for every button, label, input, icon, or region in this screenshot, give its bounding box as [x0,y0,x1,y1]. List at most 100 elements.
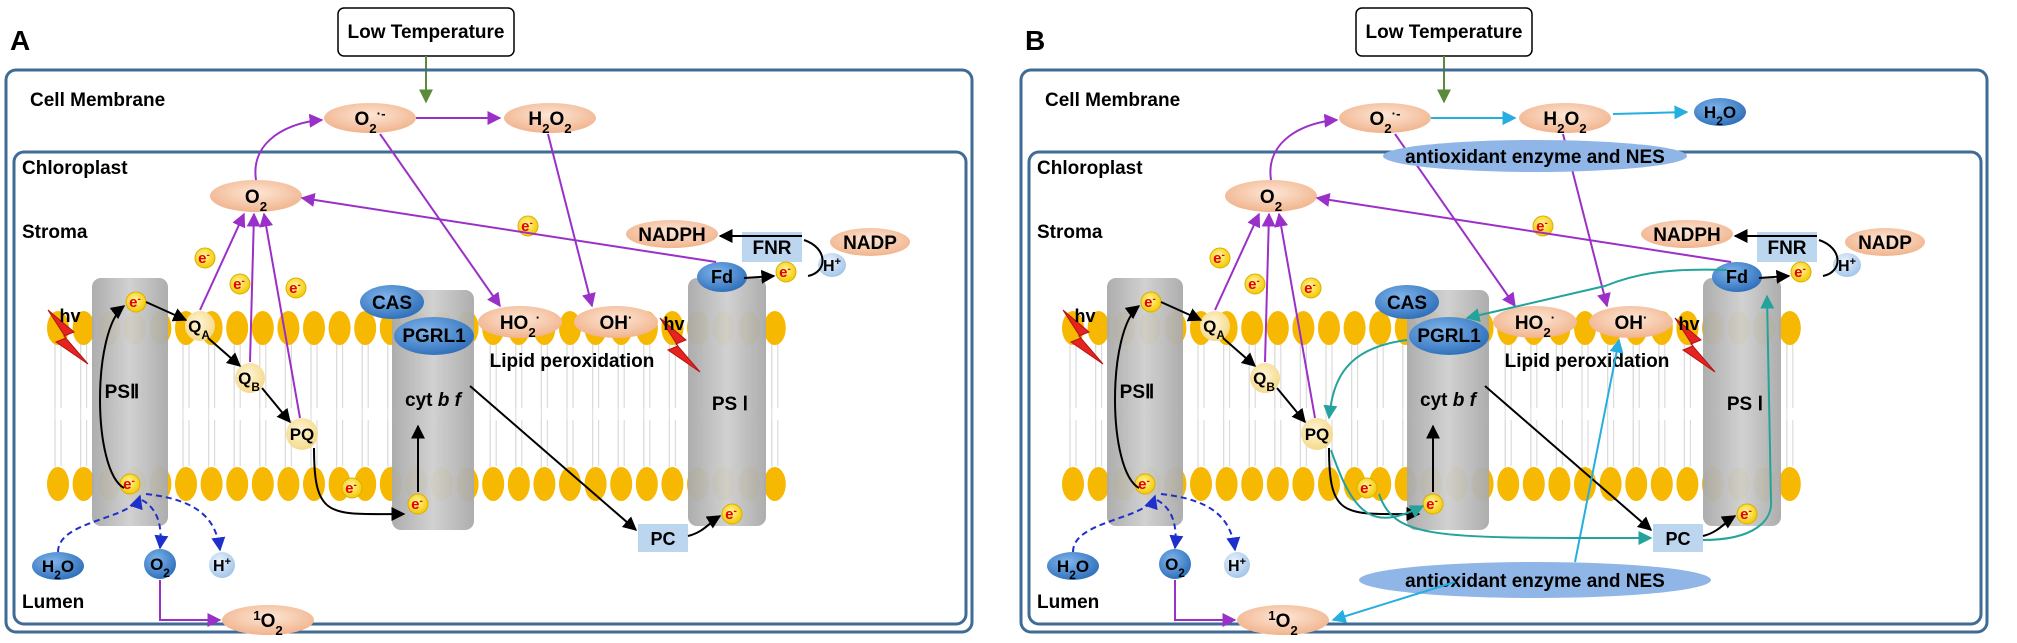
electron-label: e- [123,476,135,494]
pq-circle [1301,418,1333,450]
hydrogen-peroxide-label: H2O2 [1543,109,1586,136]
lipid-head [1215,467,1238,501]
singlet-oxygen-ellipse [222,605,314,635]
superoxide-label: O2·- [354,106,385,136]
panel-letter: B [1025,25,1045,56]
antioxidant-to-oh-arrow [1574,338,1624,563]
electron-lumen-pq [341,477,363,499]
water-to-o2-arrow [141,499,169,550]
electron-label: e- [779,264,791,282]
hplus-stroma-label: H+ [823,256,842,275]
lipid-head [1522,467,1545,501]
lipid-head [1343,311,1366,345]
electron-label: e- [198,250,210,268]
electron-label: e- [1740,506,1752,524]
lipid-head [47,467,69,501]
electron-stroma-3 [285,277,307,299]
electron-stroma-1 [194,247,216,269]
psii-to-qa-arrow [145,301,188,322]
water-split-arrow [1072,494,1158,553]
hplus-lumen-label: H+ [1228,556,1247,575]
lipid-head [763,467,786,501]
oxygen-lumen-label: O2 [1165,555,1185,580]
lipid-head [1266,467,1289,501]
lipid-head [1087,311,1110,345]
antioxidant-top-ellipse [1383,140,1687,172]
pq-to-o2-arrow [259,212,301,419]
antioxidant-bottom-ellipse [1359,562,1711,598]
superoxide-to-ho2-arrow [379,133,501,308]
cas-protein [360,285,424,319]
hplus-lumen [1224,552,1250,578]
lipid-head [584,467,607,501]
lipid-head [277,467,300,501]
cell-membrane-box [4,68,974,634]
hv-psi: hv [1678,314,1699,334]
perhydroxyl-label: HO2· [500,310,540,340]
lipid-head [559,467,581,501]
qa-circle [185,311,215,341]
light-psii-icon [47,309,89,365]
perhydroxyl-ellipse [1493,306,1577,338]
electron-stroma-2 [229,273,251,295]
nadph-label: NADPH [1653,225,1721,246]
electron-label: e- [1138,476,1150,494]
oxygen-stroma-label: O2 [1260,187,1282,214]
water-product-label: H2O [1704,103,1736,128]
lipid-head [1241,311,1264,345]
chloroplast-label: Chloroplast [1037,158,1143,179]
qb-label: QB [1253,369,1275,394]
electron-psi-bottom [1736,503,1758,525]
electron-label: e- [1536,218,1548,236]
nadph-label: NADPH [638,225,706,246]
lipid-head [354,311,377,345]
qb-circle [1250,363,1280,393]
lipid-head [1062,467,1084,501]
lipid-head [507,467,530,501]
pc-box [638,524,688,552]
fnr-label: FNR [1767,238,1806,259]
lipid-head [1190,467,1212,501]
electron-label: e- [233,276,245,294]
qb-circle [235,363,265,393]
lipid-head [175,467,197,501]
pq-label: PQ [290,425,315,444]
qa-label: QA [188,317,210,342]
cytbf-label: cyt b f [1420,390,1478,411]
electron-cytbf-bottom [1422,493,1444,515]
lipid-head [635,467,658,501]
oxygen-lumen [144,549,176,579]
pq-to-cytbf-arrow [313,447,406,522]
qb-to-pq-arrow [1276,387,1306,424]
lipid-head [1266,311,1289,345]
electron-label: e- [1248,276,1260,294]
hplus-lumen-label: H+ [213,556,232,575]
lipid-head [1650,467,1673,501]
pc-box [1653,524,1703,552]
lipid-head [226,311,249,345]
lipid-peroxidation-label: Lipid peroxidation [1505,351,1670,372]
pgrl1-label: PGRL1 [1417,326,1481,347]
cyclic-pgrl1-to-pq-arrow [1323,339,1408,420]
psii-complex [1107,278,1183,526]
panel-letter: A [10,25,30,56]
lipid-head [610,467,633,501]
fd-to-o2-arrow [300,193,717,263]
perhydroxyl-ellipse [478,306,562,338]
water-to-o2-arrow [1156,499,1184,550]
fnr-label: FNR [752,238,791,259]
cytbf-to-pc-arrow [469,385,638,531]
pc-to-psi-arrow [687,515,722,537]
superoxide-ellipse [1339,103,1431,133]
lipid-head [1574,467,1596,501]
electron-label: e- [411,496,423,514]
electron-stroma-2 [1244,273,1266,295]
o2-to-superoxide-arrow [254,113,324,181]
lipid-head [1241,467,1264,501]
oxygen-stroma-label: O2 [245,187,267,214]
hplus-stroma [1833,253,1861,277]
lipid-head [277,311,300,345]
lipid-head [1087,467,1110,501]
psii-complex [92,278,168,526]
